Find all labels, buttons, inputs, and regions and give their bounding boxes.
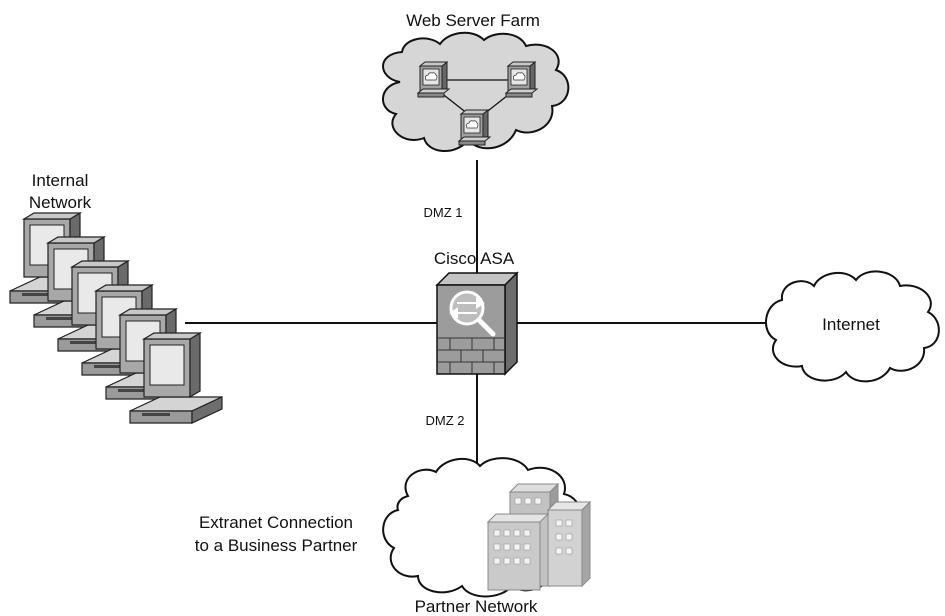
server-icon (505, 61, 538, 98)
partner-network-cloud (382, 457, 592, 598)
dmz2-label: DMZ 2 (426, 413, 465, 428)
office-building-icon (486, 482, 592, 591)
dmz1-label: DMZ 1 (424, 205, 463, 220)
server-icon (458, 109, 491, 146)
internal-network-label-line1: Internal (32, 171, 89, 190)
cisco-asa-label: Cisco ASA (434, 249, 515, 268)
extranet-label-line2: to a Business Partner (195, 536, 358, 555)
server-icon (417, 61, 450, 98)
web-server-farm-cloud (382, 31, 570, 153)
cisco-asa-firewall-icon (435, 271, 519, 376)
internal-network-pcs (9, 212, 223, 424)
desktop-pc-icon (129, 332, 223, 424)
internet-label: Internet (822, 315, 880, 334)
web-server-farm-label: Web Server Farm (406, 11, 540, 30)
internet-cloud (764, 270, 940, 383)
partner-network-label: Partner Network (415, 597, 538, 616)
extranet-label-line1: Extranet Connection (199, 513, 353, 532)
connection-lines (185, 160, 768, 465)
internal-network-label-line2: Network (29, 193, 92, 212)
